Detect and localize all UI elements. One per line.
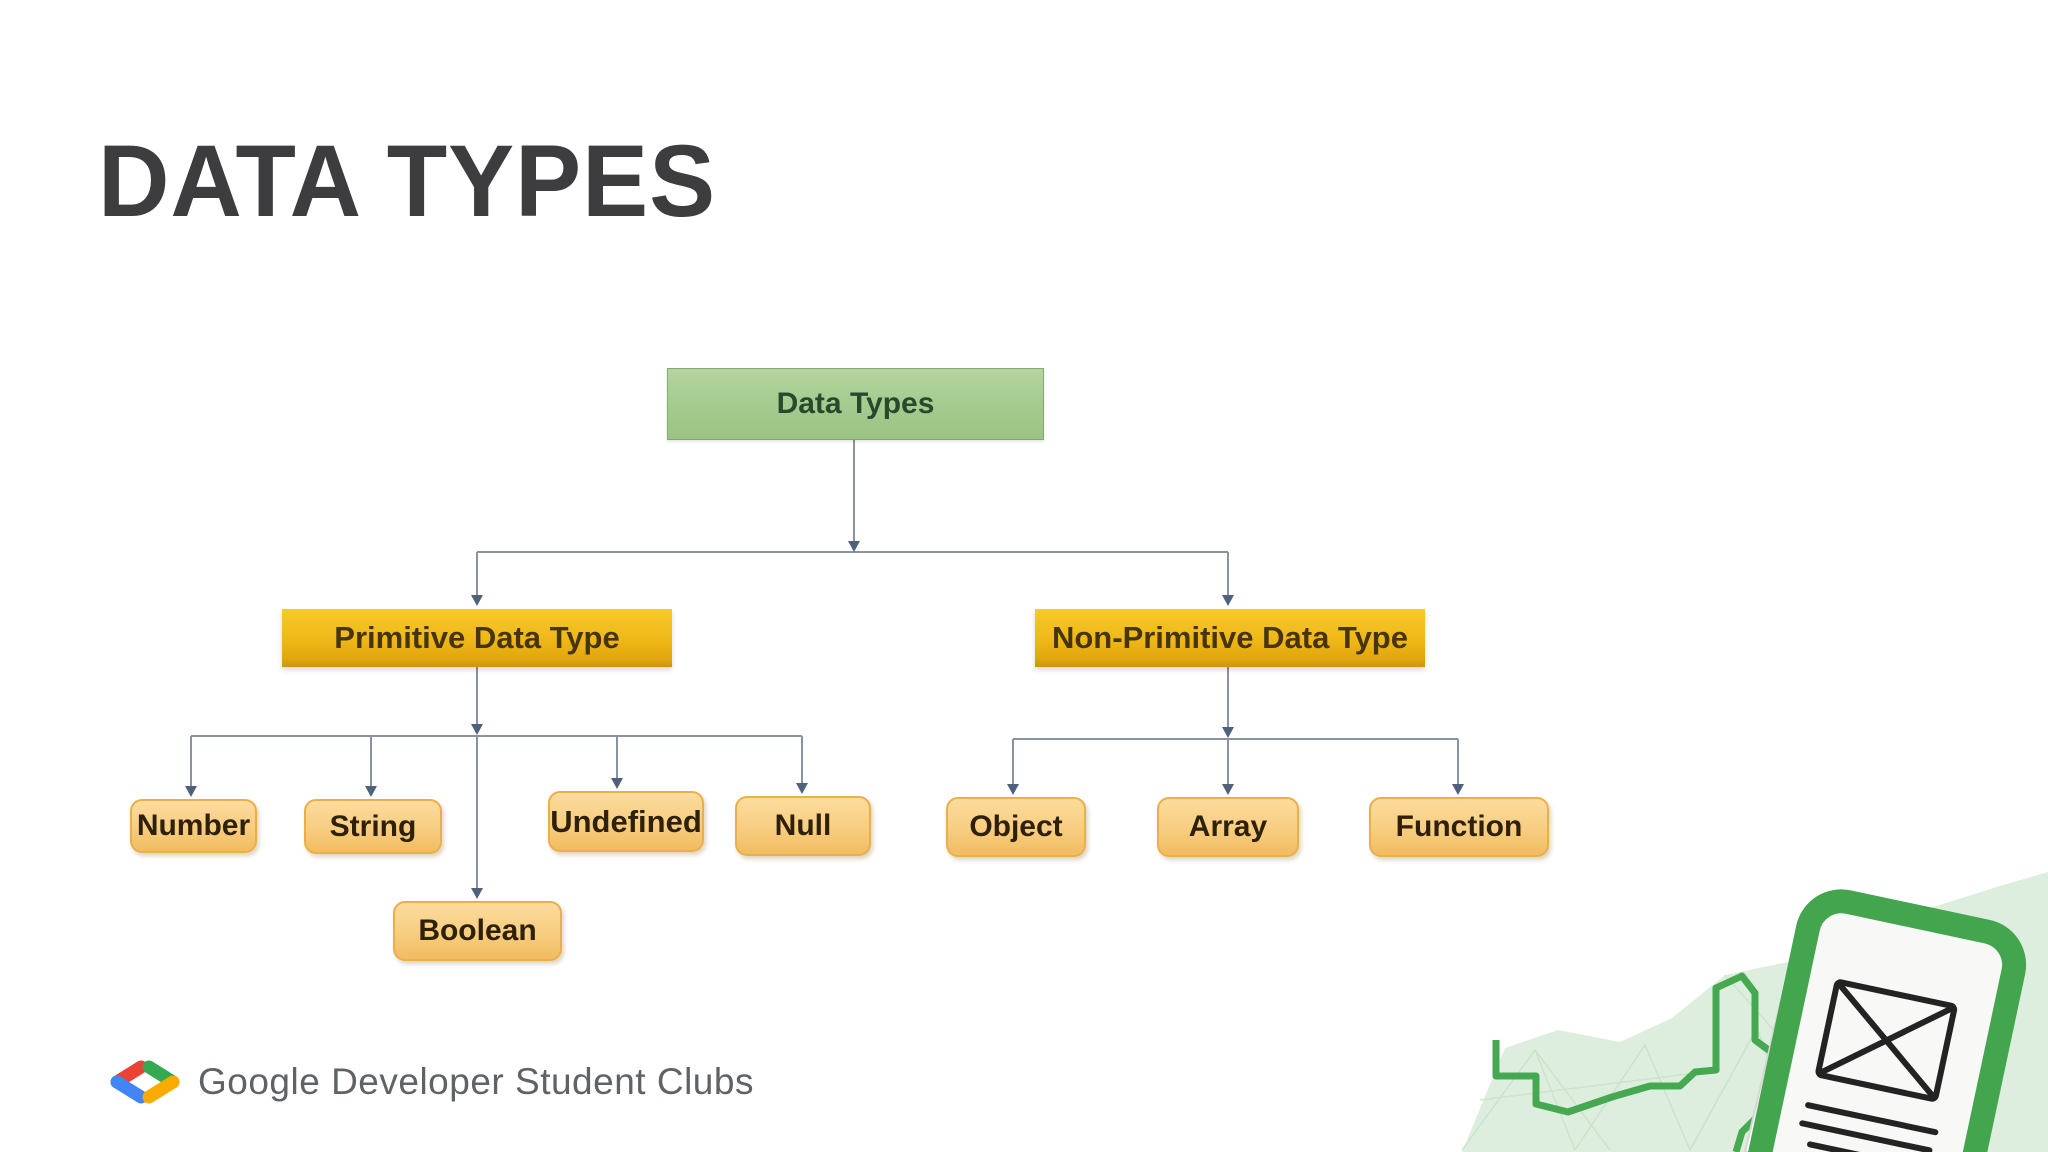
gdsc-chevrons-icon: [110, 1060, 180, 1104]
node-null: Null: [735, 796, 871, 856]
node-primitive-data-type: Primitive Data Type: [282, 609, 672, 667]
node-string: String: [304, 799, 442, 854]
footer-brand: Google Developer Student Clubs: [108, 1052, 754, 1112]
node-boolean: Boolean: [393, 901, 562, 961]
node-undefined: Undefined: [548, 791, 704, 852]
node-function: Function: [1369, 797, 1549, 857]
node-data-types: Data Types: [667, 368, 1044, 440]
node-non-primitive-data-type: Non-Primitive Data Type: [1035, 609, 1425, 667]
footer-brand-label: Google Developer Student Clubs: [198, 1061, 754, 1102]
node-object: Object: [946, 797, 1086, 857]
page-title: DATA TYPES: [98, 124, 717, 238]
node-array: Array: [1157, 797, 1299, 857]
node-number: Number: [130, 799, 257, 853]
